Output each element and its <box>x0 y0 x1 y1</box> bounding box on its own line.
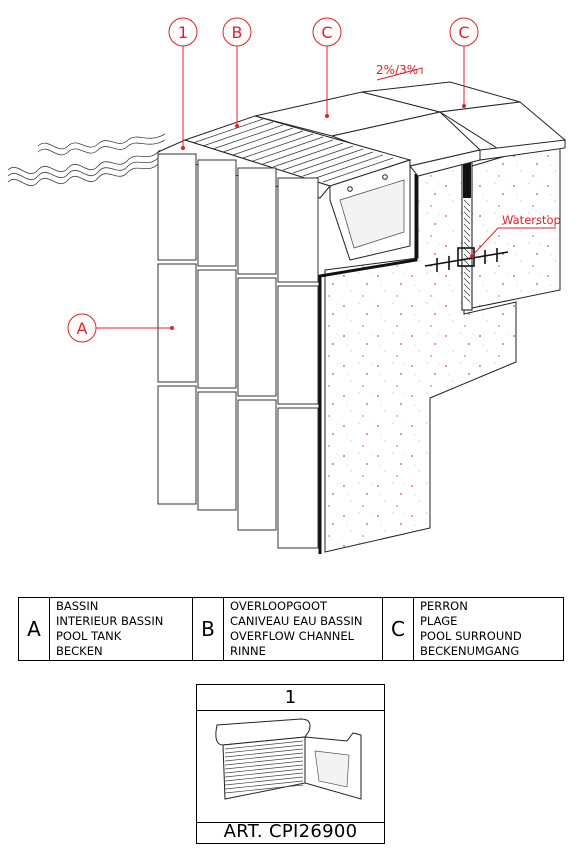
legend-name: OVERLOOPGOOT <box>230 599 328 613</box>
legend-name: RINNE <box>230 644 266 658</box>
article-number: ART. CPI26900 <box>223 821 358 842</box>
channel-profile-illustration <box>197 711 384 823</box>
waterproofing-membrane <box>318 174 418 554</box>
pool-tank-wall <box>157 153 319 549</box>
concrete-section <box>324 157 517 553</box>
detail-card: 1 ART. CPI26900 <box>196 684 385 844</box>
pool-surround-slabs <box>254 81 567 177</box>
legend-name: POOL SURROUND <box>420 629 522 643</box>
wavy-sheet <box>7 133 166 187</box>
legend-letter-a: A <box>18 597 50 661</box>
callout-1: 1 <box>178 23 188 42</box>
legend-name: PERRON <box>420 599 468 613</box>
callout-c-left: C <box>321 23 332 42</box>
detail-number: 1 <box>197 685 384 711</box>
legend-name: INTERIEUR BASSIN <box>56 614 164 628</box>
legend-name: POOL TANK <box>56 629 122 643</box>
legend-name: BECKEN <box>56 644 103 658</box>
leader-lines <box>95 46 556 329</box>
waterstop-bar <box>424 247 509 272</box>
legend-name: BECKENUMGANG <box>420 644 520 658</box>
callout-b: B <box>232 23 243 42</box>
leader-dots <box>170 104 474 330</box>
callout-a: A <box>77 319 88 338</box>
legend-letter-c: C <box>382 597 414 661</box>
legend-name: BASSIN <box>56 599 99 613</box>
legend-names-b: OVERLOOPGOOT CANIVEAU EAU BASSIN OVERFLO… <box>223 597 383 661</box>
legend-name: CANIVEAU EAU BASSIN <box>230 614 363 628</box>
callout-c-right: C <box>458 23 469 42</box>
legend-name: OVERFLOW CHANNEL <box>230 629 355 643</box>
legend-names-a: BASSIN INTERIEUR BASSIN POOL TANK BECKEN <box>49 597 193 661</box>
legend-name: PLAGE <box>420 614 458 628</box>
callout-circles <box>67 17 479 343</box>
slope-label: 2%/3% <box>376 63 418 77</box>
legend-table: A BASSIN INTERIEUR BASSIN POOL TANK BECK… <box>18 597 564 661</box>
legend-letter-b: B <box>192 597 224 661</box>
overflow-channel <box>183 115 412 261</box>
pool-overflow-section-drawing: 1 B C C A 2%/3% Waterstop <box>7 17 567 554</box>
legend-names-c: PERRON PLAGE POOL SURROUND BECKENUMGANG <box>413 597 564 661</box>
waterstop-label: Waterstop <box>502 213 561 227</box>
